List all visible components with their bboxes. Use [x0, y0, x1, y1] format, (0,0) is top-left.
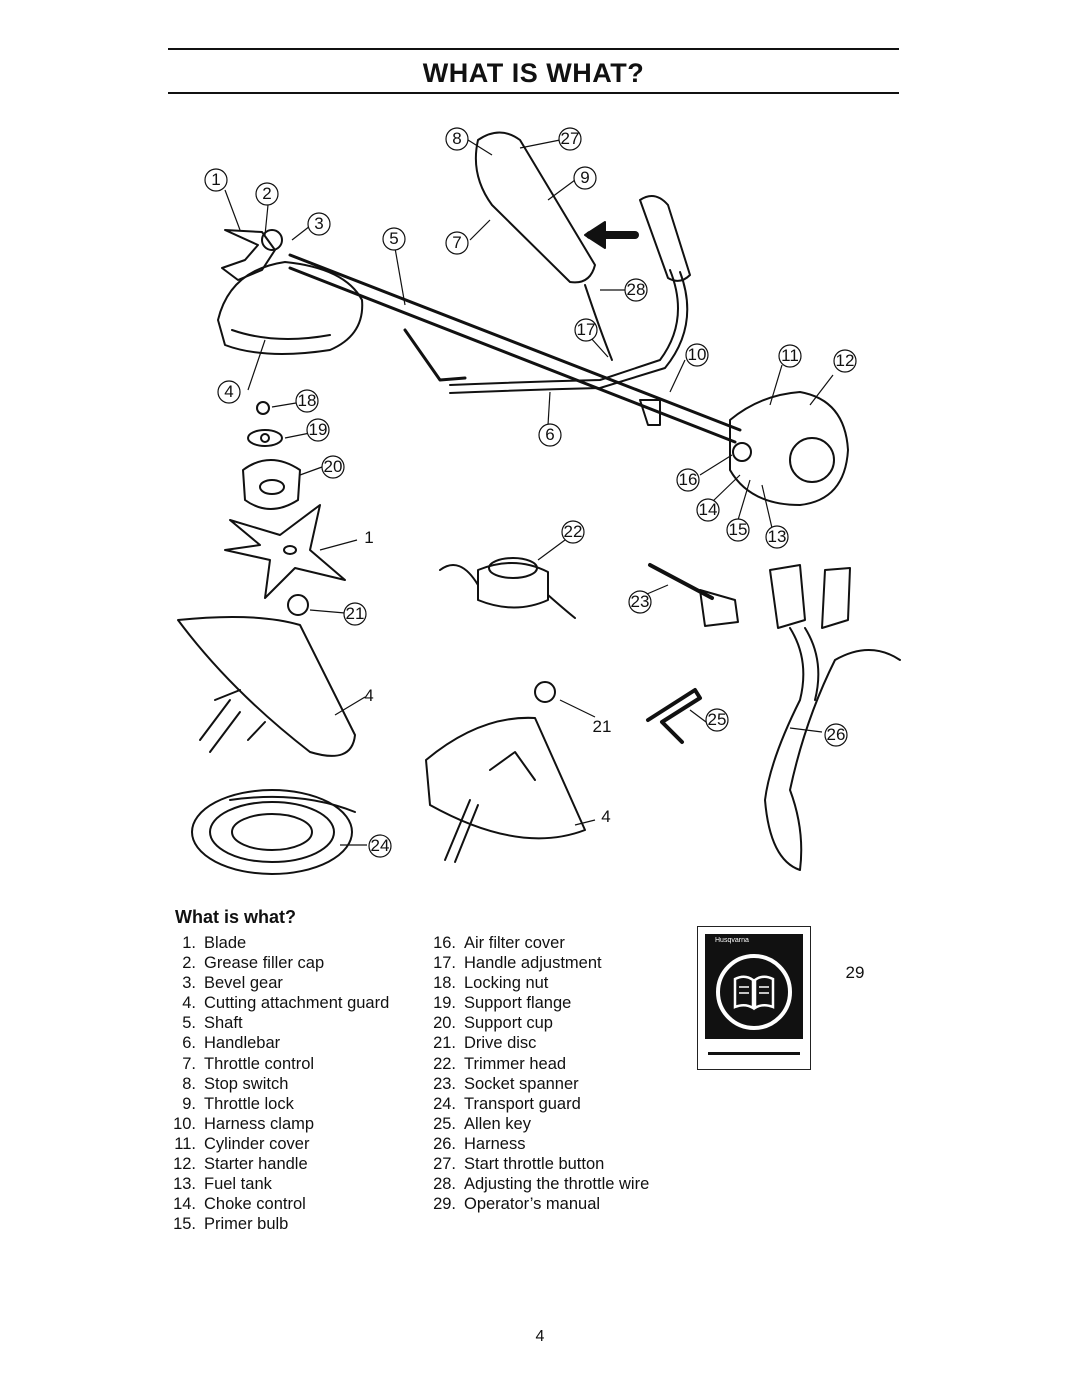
page-title: WHAT IS WHAT? [422, 58, 645, 88]
legend-item: 1.Blade [182, 934, 247, 952]
legend-item: 23.Socket spanner [433, 1074, 579, 1093]
callout-25: 25 [707, 710, 727, 729]
callout-14: 14 [698, 500, 718, 519]
callout-23: 23 [630, 592, 650, 611]
legend-item: 6.Handlebar [182, 1034, 281, 1053]
callout-17: 17 [576, 320, 596, 339]
legend-item: 20.Support cup [433, 1014, 553, 1033]
callout-22: 22 [563, 522, 583, 541]
legend-item: 29.Operator’s manual [433, 1195, 601, 1214]
callout-19: 19 [308, 420, 328, 439]
callout-3: 3 [314, 214, 324, 233]
legend-item: 15.Primer bulb [173, 1215, 289, 1234]
legend-item: 14.Choke control [173, 1195, 306, 1214]
book-icon [716, 954, 792, 1030]
callout-9: 9 [580, 168, 590, 187]
legend-item: 3.Bevel gear [182, 974, 283, 993]
callout-13: 13 [767, 527, 787, 546]
callout-5: 5 [389, 229, 399, 248]
legend-item: 17.Handle adjustment [433, 954, 602, 973]
manual-footer-bar [708, 1052, 800, 1055]
legend-item: 5.Shaft [182, 1014, 243, 1033]
legend-item: 7.Throttle control [182, 1054, 315, 1073]
callout-28: 28 [626, 280, 646, 299]
callout-2: 2 [262, 184, 272, 203]
legend-item: 24.Transport guard [433, 1094, 581, 1113]
callout-8: 8 [452, 129, 462, 148]
legend-item: 21.Drive disc [433, 1034, 537, 1053]
legend-item: 16.Air filter cover [433, 934, 565, 952]
callout-11: 11 [781, 346, 799, 365]
legend-item: 22.Trimmer head [433, 1054, 567, 1073]
callout-10: 10 [687, 345, 707, 364]
legend-item: 13.Fuel tank [173, 1175, 272, 1194]
callout-16: 16 [678, 470, 698, 489]
legend-item: 8.Stop switch [182, 1074, 289, 1093]
callout-1b: 1 [364, 528, 374, 547]
callout-1: 1 [211, 170, 221, 189]
page-number: 4 [535, 1328, 545, 1345]
callout-15: 15 [728, 520, 748, 539]
legend-item: 9.Throttle lock [182, 1094, 294, 1113]
callout-29: 29 [845, 963, 865, 982]
legend-item: 10.Harness clamp [173, 1114, 315, 1133]
legend-item: 18.Locking nut [433, 974, 549, 993]
title-underline [168, 92, 899, 94]
parts-illustration [177, 127, 901, 875]
callout-4b: 4 [364, 686, 374, 705]
legend-right: 16.Air filter cover 17.Handle adjustment… [430, 933, 649, 1214]
callout-26: 26 [826, 725, 846, 744]
legend-item: 26.Harness [433, 1134, 526, 1153]
callout-21: 21 [345, 604, 365, 623]
legend-item: 4.Cutting attachment guard [182, 994, 390, 1013]
legend-item: 11.Cylinder cover [174, 1134, 310, 1153]
callout-4: 4 [224, 382, 234, 401]
callout-18: 18 [297, 391, 317, 410]
legend-item: 28.Adjusting the throttle wire [433, 1175, 650, 1194]
callout-6: 6 [545, 425, 555, 444]
manual-cover: Husqvarna [705, 934, 803, 1039]
legend-item: 27.Start throttle button [433, 1155, 605, 1174]
callout-12: 12 [835, 351, 855, 370]
legend-item: 2.Grease filler cap [182, 954, 325, 973]
legend-item: 25.Allen key [433, 1114, 531, 1133]
legend-left: 1.Blade 2.Grease filler cap 3.Bevel gear… [170, 933, 389, 1234]
legend-item: 12.Starter handle [173, 1155, 308, 1174]
callout-20: 20 [323, 457, 343, 476]
legend-heading: What is what? [175, 907, 296, 927]
callout-27: 27 [560, 129, 580, 148]
legend-item: 19.Support flange [433, 994, 572, 1013]
manual-brand-logo: Husqvarna [715, 937, 749, 944]
callout-7: 7 [452, 233, 462, 252]
callout-24: 24 [370, 836, 390, 855]
operators-manual-illustration: Husqvarna [697, 926, 811, 1070]
callout-4c: 4 [601, 807, 611, 826]
callout-21b: 21 [592, 717, 612, 736]
top-rule [168, 48, 899, 50]
